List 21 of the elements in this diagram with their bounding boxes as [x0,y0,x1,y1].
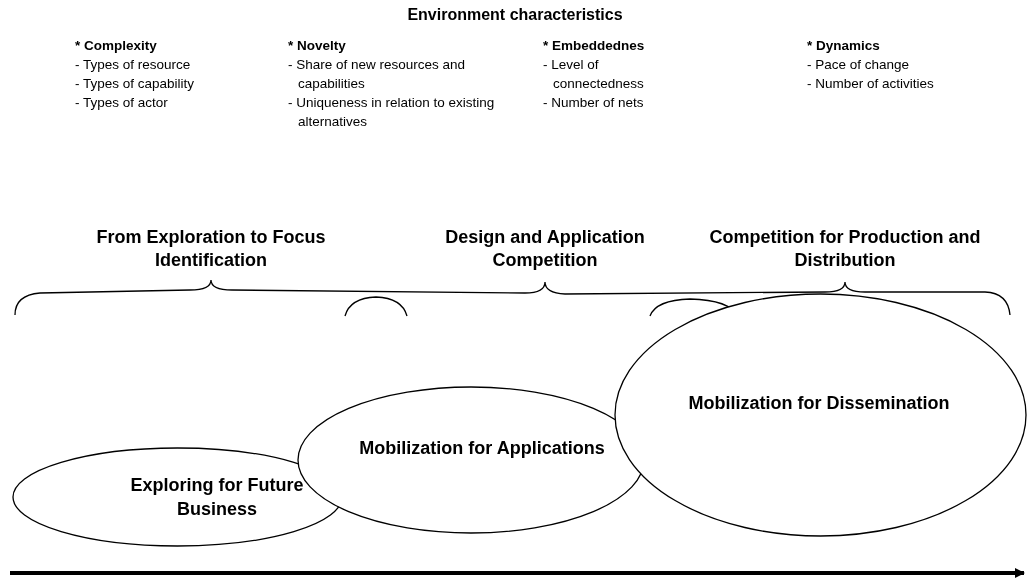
phase-heading: From Exploration to Focus Identification [95,226,327,272]
characteristic-item: - Types of actor [75,94,169,112]
phase-heading: Competition for Production and Distribution [708,226,982,272]
characteristic-heading: * Novelty [288,37,347,55]
phase-heading: Design and Application Competition [444,226,646,272]
characteristic-item: - Number of activities [807,75,935,93]
characteristic-item: - Level of connectedness [543,56,645,93]
characteristic-item: - Uniqueness in relation to existing alternatives [288,94,496,131]
characteristic-heading: * Dynamics [807,37,881,55]
characteristic-heading: * Embeddednes [543,37,646,55]
characteristic-item: - Share of new resources and capabilities [288,56,467,93]
characteristic-item: - Pace of change [807,56,911,74]
characteristic-item: - Number of nets [543,94,645,112]
ellipse-label: Exploring for Future Business [129,474,305,521]
characteristic-heading: * Complexity [75,37,158,55]
ellipse-label: Mobilization for Applications [358,437,606,460]
ellipse-label: Mobilization for Dissemination [687,392,951,415]
characteristic-item: - Types of capability [75,75,196,93]
phase-ellipse [614,293,1027,537]
title: Environment characteristics [406,6,624,24]
characteristic-item: - Types of resource [75,56,192,74]
